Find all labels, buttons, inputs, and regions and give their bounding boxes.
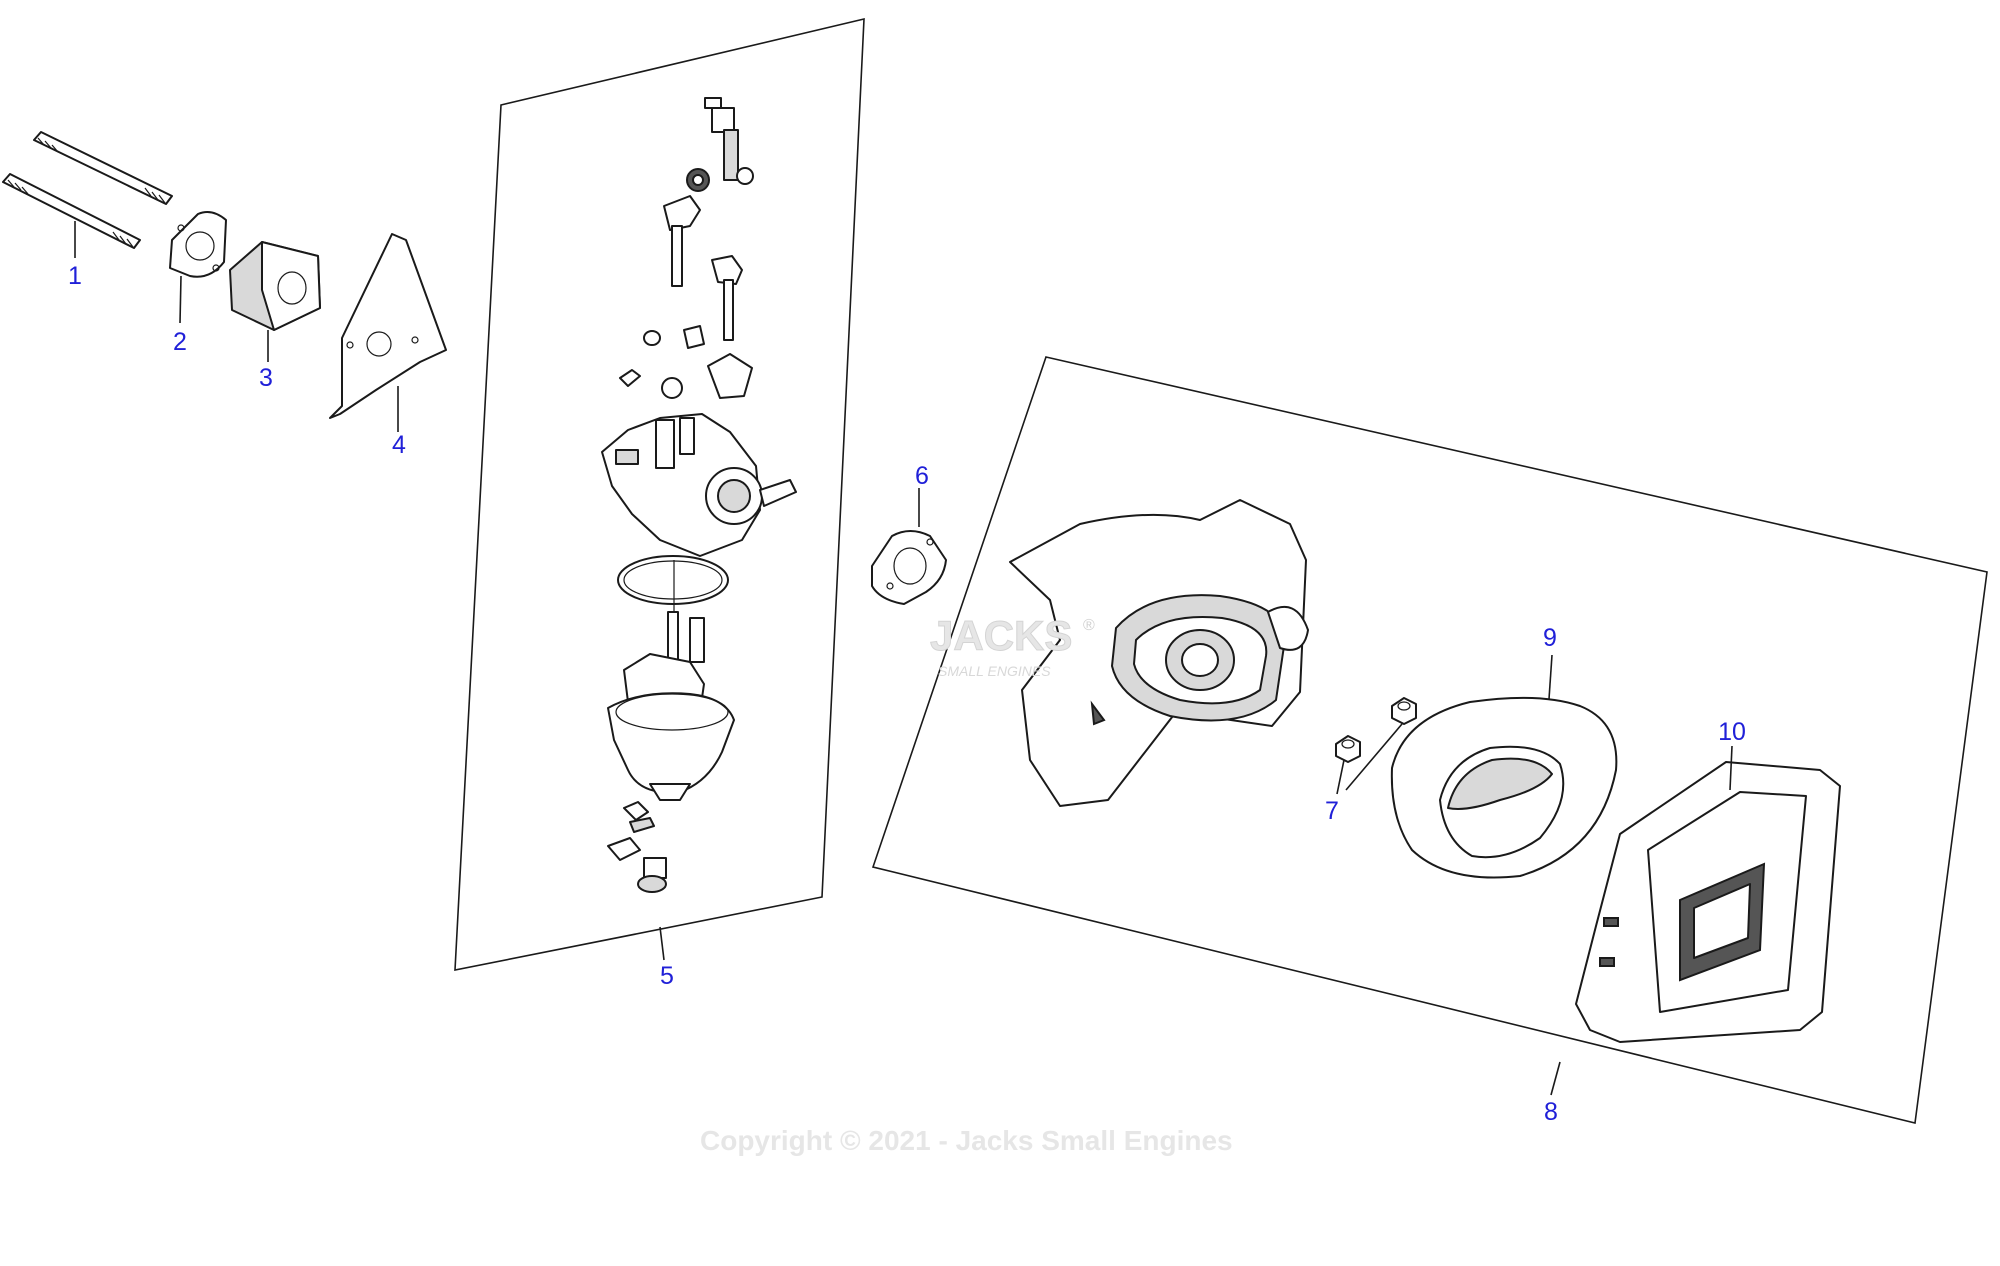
copyright-watermark: Copyright © 2021 - Jacks Small Engines bbox=[700, 1125, 1233, 1156]
part-10-cover bbox=[1575, 745, 1841, 1043]
part-4-heat-shield bbox=[329, 233, 447, 432]
part-3-insulator bbox=[229, 241, 321, 362]
watermark: JACKS ® SMALL ENGINES Copyright © 2021 -… bbox=[700, 612, 1233, 1157]
callout-3: 3 bbox=[259, 364, 273, 392]
callout-2: 2 bbox=[173, 328, 187, 356]
part-5-carburetor-frame bbox=[454, 17, 865, 971]
part-9-foam-filter bbox=[1390, 654, 1618, 879]
callout-7: 7 bbox=[1325, 797, 1339, 825]
air-cleaner-base bbox=[1009, 499, 1309, 807]
part-1-studs bbox=[2, 131, 173, 258]
part-2-gasket bbox=[169, 211, 227, 324]
callout-5: 5 bbox=[660, 962, 674, 990]
watermark-registered-mark: ® bbox=[1083, 617, 1095, 634]
part-6-gasket bbox=[871, 488, 947, 605]
watermark-logo-text: JACKS bbox=[930, 612, 1072, 659]
callout-9: 9 bbox=[1543, 624, 1557, 652]
callout-6: 6 bbox=[915, 462, 929, 490]
watermark-logo-sub: SMALL ENGINES bbox=[938, 663, 1051, 679]
callout-labels: 1 2 3 4 5 6 7 8 9 10 bbox=[68, 262, 1746, 1126]
callout-8: 8 bbox=[1544, 1098, 1558, 1126]
callout-10: 10 bbox=[1718, 718, 1746, 746]
callout-1: 1 bbox=[68, 262, 82, 290]
part-7-nuts bbox=[1335, 697, 1417, 795]
carburetor-assembly bbox=[601, 97, 797, 893]
part-8-air-filter-frame bbox=[871, 356, 1988, 1124]
callout-4: 4 bbox=[392, 431, 406, 459]
